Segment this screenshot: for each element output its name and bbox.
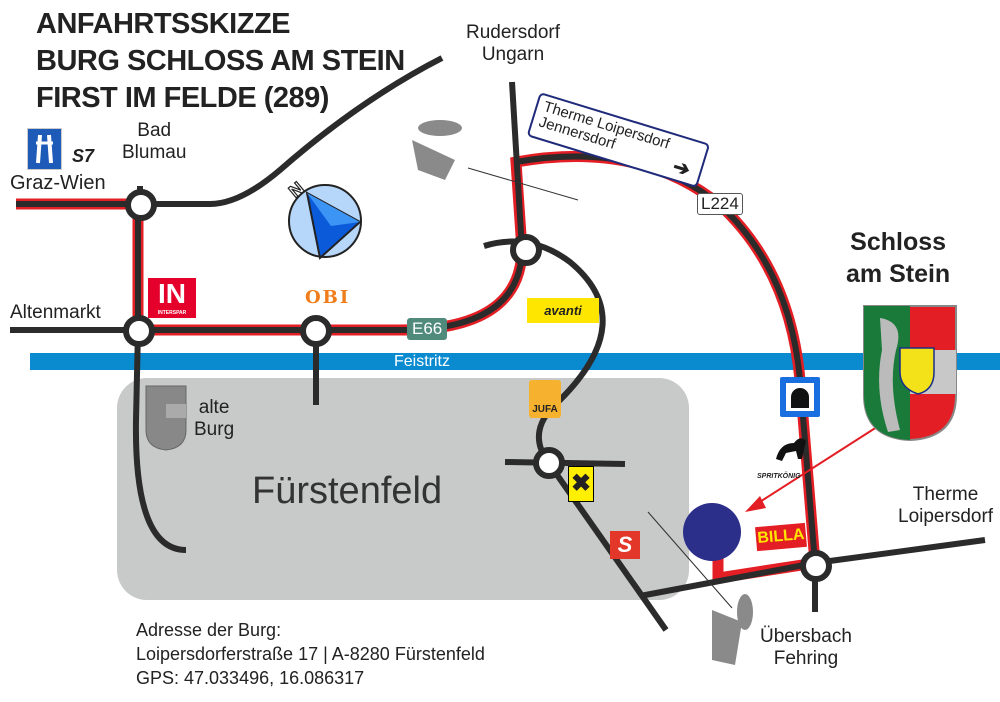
label-therme: Therme — [912, 484, 979, 505]
label-therme-loipersdorf: Therme Loipersdorf — [898, 484, 993, 528]
river-label: Feistritz — [394, 353, 450, 370]
roundabouts — [123, 189, 832, 582]
first-im-felde-logo — [683, 503, 741, 561]
avanti-logo: avanti — [527, 298, 599, 323]
castle-name: Schloss am Stein — [846, 226, 950, 290]
train-icon-south — [712, 594, 753, 665]
roundabout-uebersbach — [800, 550, 832, 582]
motorway-icon — [27, 128, 62, 170]
label-uebersbach: Übersbach — [760, 626, 852, 647]
spritkoenig-lion-icon — [772, 433, 808, 461]
label-fuerstenfeld: Fürstenfeld — [252, 470, 443, 512]
train-icon — [412, 120, 462, 180]
title-line-1: ANFAHRTSSKIZZE — [36, 8, 290, 40]
road-shield-e66: E66 — [407, 318, 448, 340]
interspar-sub-label: INTERSPAR — [157, 310, 187, 316]
roundabout-rudersdorf — [510, 234, 542, 266]
title-line-2: BURG SCHLOSS AM STEIN — [36, 45, 405, 77]
roundabout-obi — [300, 315, 332, 347]
obi-logo: OBI — [305, 287, 351, 308]
castle-crest-icon — [863, 305, 957, 442]
interspar-label: IN — [158, 278, 186, 309]
label-bad-blumau: Bad Blumau — [122, 120, 186, 164]
roundabout-fuerstenfeld — [533, 447, 565, 479]
interspar-logo: IN INTERSPAR — [148, 278, 196, 318]
label-altenmarkt: Altenmarkt — [10, 302, 101, 323]
railway — [467, 167, 733, 609]
label-alte-burg: alte Burg — [194, 397, 234, 441]
label-bad: Bad — [137, 120, 172, 141]
billa-logo: BILLA — [755, 522, 807, 552]
jufa-logo: JUFA — [529, 380, 561, 418]
address-gps: GPS: 47.033496, 16.086317 — [136, 668, 365, 688]
title-line-3: FIRST IM FELDE (289) — [36, 82, 329, 114]
label-burg: Burg — [194, 418, 235, 440]
label-alte: alte — [198, 397, 230, 418]
motorway-route-label: Graz-Wien — [10, 172, 106, 194]
roundabout-altenmarkt — [123, 315, 155, 347]
address-heading: Adresse der Burg: — [136, 620, 282, 640]
castle-name-line2: am Stein — [846, 260, 951, 288]
alte-burg-crest-icon — [145, 385, 187, 451]
motorway-number: S7 — [72, 146, 95, 166]
address-street: Loipersdorferstraße 17 | A-8280 Fürstenf… — [136, 644, 485, 664]
label-blumau: Blumau — [122, 141, 187, 163]
tunnel-icon — [780, 377, 820, 417]
address-block: Adresse der Burg: Loipersdorferstraße 17… — [136, 618, 485, 690]
spar-s-logo: S — [610, 531, 640, 559]
river-feistritz — [30, 353, 1000, 370]
roundabout-bad-blumau — [125, 189, 157, 221]
castle-pointer-arrow — [745, 424, 881, 512]
castle-name-line1: Schloss — [850, 228, 947, 256]
road-shield-l224: L224 — [697, 193, 743, 215]
raiffeisen-logo: ✖ — [568, 466, 594, 502]
spritkoenig-logo: SPRITKÖNIG — [757, 473, 801, 480]
label-loipersdorf: Loipersdorf — [898, 505, 994, 527]
compass-icon: N — [284, 177, 362, 260]
label-fehring: Fehring — [773, 647, 839, 669]
map-title: ANFAHRTSSKIZZE BURG SCHLOSS AM STEIN FIR… — [36, 6, 405, 117]
label-rudersdorf-line1: Rudersdorf — [466, 22, 560, 43]
label-rudersdorf-line2: Ungarn — [481, 43, 545, 65]
label-rudersdorf: Rudersdorf Ungarn — [466, 22, 560, 66]
town-area-fuerstenfeld — [117, 378, 689, 600]
label-uebersbach-fehring: Übersbach Fehring — [760, 626, 852, 670]
